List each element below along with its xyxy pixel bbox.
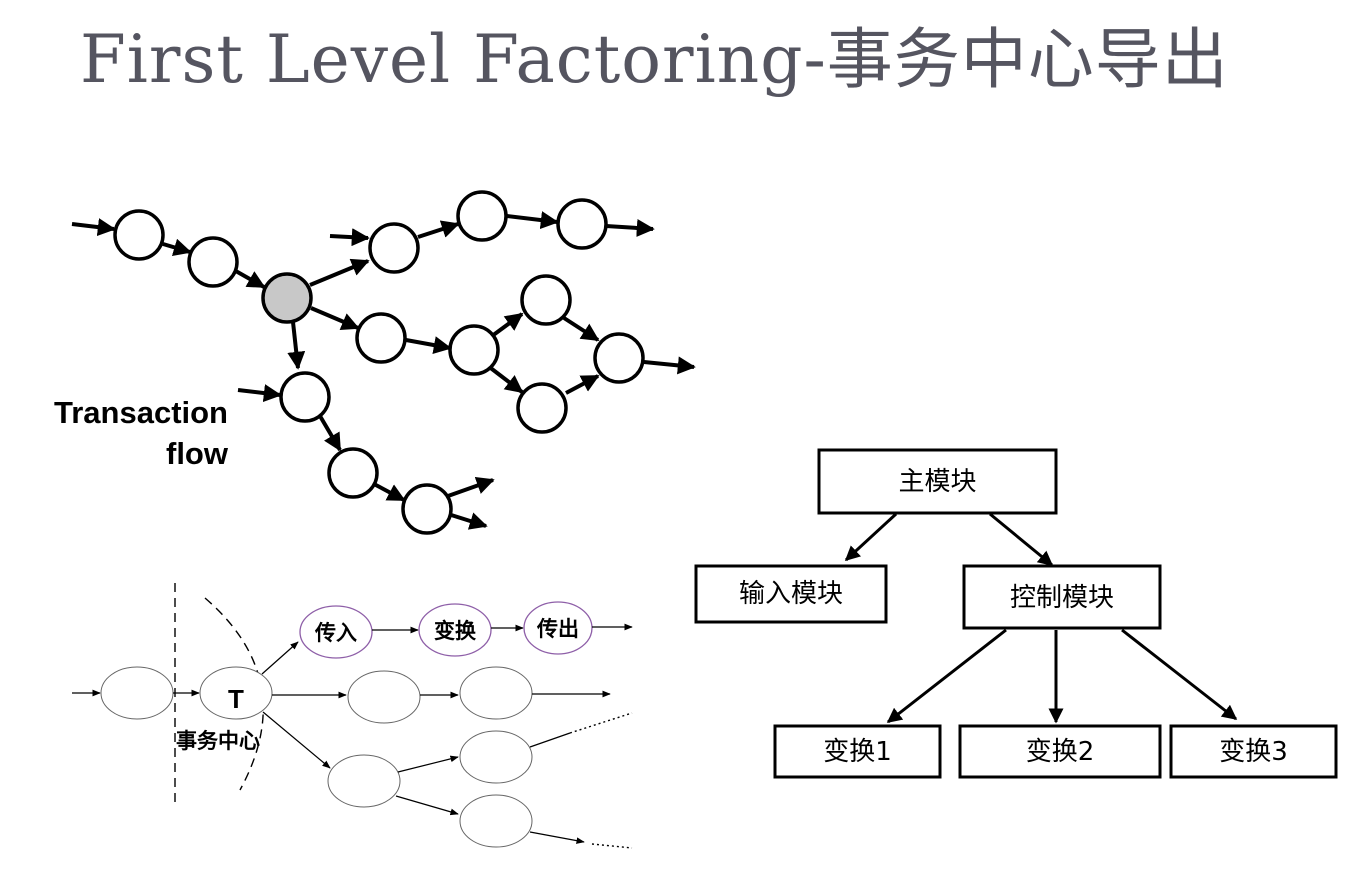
flow-node — [459, 666, 533, 720]
tree-node-transform-1-label: 变换1 — [823, 737, 892, 767]
flow-node — [355, 312, 407, 364]
flow-edge — [529, 732, 571, 748]
tree-node-transform-2 — [958, 724, 1162, 779]
flow-edge — [395, 795, 459, 816]
flow-node — [459, 730, 533, 784]
flow-edge — [447, 476, 495, 498]
flow-edge — [237, 384, 282, 403]
branch-node-incoming — [299, 605, 373, 659]
flow-edge — [490, 312, 524, 338]
flow-edge — [643, 356, 696, 375]
flow-node — [279, 371, 331, 423]
flow-edge — [562, 316, 600, 342]
branch-node-incoming-label: 传入 — [314, 621, 357, 645]
flow-node — [456, 190, 508, 242]
tree-edge — [844, 512, 898, 562]
flow-edge — [397, 755, 459, 773]
transaction-flow-label-line2: flow — [166, 436, 229, 471]
transaction-flow-label-line1: Transaction — [54, 395, 228, 430]
flow-edge — [233, 268, 266, 289]
flow-edge — [310, 306, 360, 330]
flow-node — [327, 754, 401, 808]
transaction-center-node — [261, 272, 313, 324]
tree-node-input-module-label: 输入模块 — [739, 579, 843, 609]
flow-node — [113, 209, 165, 261]
transaction-center-diagram: T 事务中心 传入 变换 传出 — [72, 583, 633, 849]
tree-node-control-module-label: 控制模块 — [1010, 583, 1114, 613]
flow-node — [556, 198, 608, 250]
tree-node-main-module — [817, 448, 1058, 515]
module-tree: 主模块 输入模块 控制模块 变换1 变换2 变换3 — [694, 448, 1338, 779]
flow-node — [327, 447, 379, 499]
flow-edge — [565, 374, 600, 395]
branch-node-transform-label: 变换 — [434, 619, 477, 643]
flow-edge — [506, 211, 559, 230]
transaction-flow-edges — [71, 211, 696, 530]
flow-edge — [417, 220, 460, 239]
slide-title: First Level Factoring-事务中心导出 — [80, 21, 1229, 98]
branch-node-outgoing-label: 传出 — [536, 617, 579, 641]
flow-node — [459, 794, 533, 848]
flow-edge — [373, 482, 406, 502]
tree-edge — [989, 512, 1054, 567]
flow-edge — [287, 321, 306, 370]
flow-edge — [447, 512, 488, 530]
flow-edge — [261, 641, 299, 675]
flow-edge — [318, 414, 342, 452]
tree-edge — [1121, 628, 1238, 721]
flow-edge — [309, 258, 370, 287]
flow-edge — [162, 238, 192, 257]
tree-node-transform-3-label: 变换3 — [1219, 737, 1288, 767]
tree-node-input-module — [694, 564, 888, 624]
flow-node — [368, 222, 420, 274]
tree-node-transform-3 — [1169, 724, 1338, 779]
tree-node-transform-1 — [773, 724, 942, 779]
flow-node — [448, 324, 500, 376]
hub-node — [199, 666, 273, 720]
flow-node — [516, 382, 568, 434]
flow-edge — [486, 364, 524, 394]
tree-node-main-module-label: 主模块 — [898, 467, 976, 497]
tree-node-transform-2-label: 变换2 — [1026, 737, 1095, 767]
transaction-flow-diagram: Transaction flow — [54, 190, 696, 535]
flow-node — [401, 483, 453, 535]
branch-node-transform — [418, 603, 492, 657]
flow-node — [187, 236, 239, 288]
flow-node — [100, 666, 174, 720]
continuation-dots — [591, 843, 633, 849]
flow-node — [520, 274, 572, 326]
flow-node — [347, 670, 421, 724]
flow-edge — [262, 711, 331, 769]
tree-edge — [886, 628, 1007, 724]
branch-node-outgoing — [523, 601, 593, 655]
tree-node-control-module — [962, 564, 1162, 630]
continuation-dots — [569, 712, 633, 734]
flow-edge — [405, 336, 452, 354]
flow-edge — [71, 218, 116, 237]
flow-node — [593, 332, 645, 384]
flow-edge — [605, 218, 655, 237]
flow-edge — [329, 228, 370, 247]
hub-caption: 事务中心 — [176, 729, 260, 753]
hub-label: T — [228, 684, 244, 714]
flow-edge — [529, 831, 585, 844]
